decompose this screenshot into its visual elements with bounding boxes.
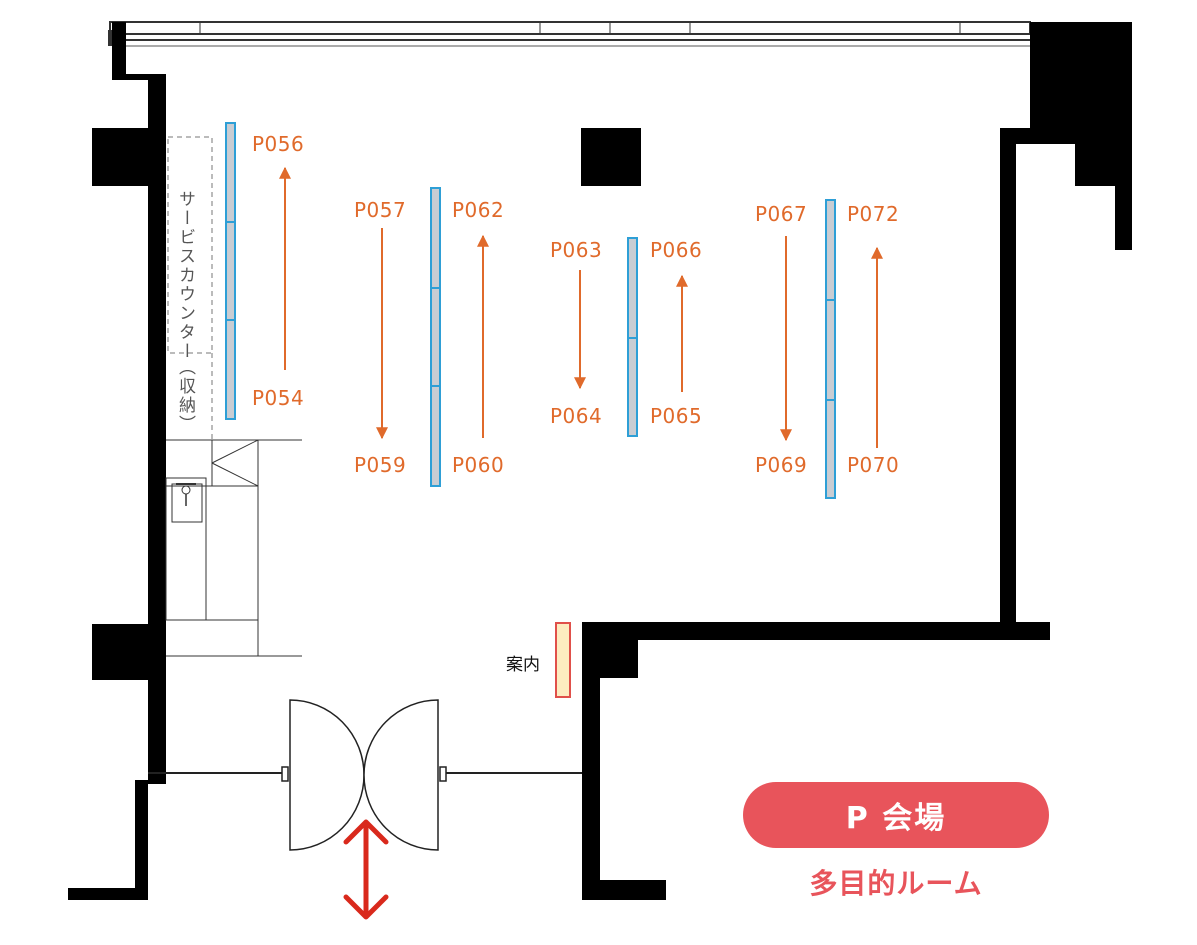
info-desk-label: 案内 bbox=[506, 655, 540, 675]
booth-label-p063: P063 bbox=[550, 238, 603, 262]
window-frame bbox=[108, 21, 1031, 47]
service-counter-label: サービスカウンター bbox=[175, 190, 195, 361]
route-arrows bbox=[279, 166, 883, 448]
venue-subtitle: 多目的ルーム bbox=[809, 867, 983, 900]
booth-label-p066: P066 bbox=[650, 238, 703, 262]
walls bbox=[68, 22, 1132, 900]
booth-label-p059: P059 bbox=[354, 453, 407, 477]
table-column-3 bbox=[627, 237, 638, 437]
booth-label-p069: P069 bbox=[755, 453, 808, 477]
table-column-4 bbox=[825, 199, 836, 499]
booth-label-p060: P060 bbox=[452, 453, 505, 477]
venue-name-badge: P 会場 bbox=[743, 782, 1049, 848]
booth-label-p064: P064 bbox=[550, 404, 603, 428]
booth-label-p054: P054 bbox=[252, 386, 305, 410]
booth-label-p056: P056 bbox=[252, 132, 305, 156]
booth-label-p057: P057 bbox=[354, 198, 407, 222]
table-column-2 bbox=[430, 187, 441, 487]
table-column-1 bbox=[225, 122, 236, 420]
booth-label-p062: P062 bbox=[452, 198, 505, 222]
service-counter-area bbox=[165, 136, 302, 657]
info-desk bbox=[555, 622, 571, 698]
booth-tables bbox=[225, 122, 836, 499]
booth-label-p072: P072 bbox=[847, 202, 900, 226]
booth-label-p067: P067 bbox=[755, 202, 808, 226]
booth-label-p065: P065 bbox=[650, 404, 703, 428]
entrance-doors bbox=[148, 699, 582, 851]
entrance-arrow bbox=[343, 819, 389, 920]
storage-label: （収納） bbox=[175, 358, 195, 434]
booth-label-p070: P070 bbox=[847, 453, 900, 477]
